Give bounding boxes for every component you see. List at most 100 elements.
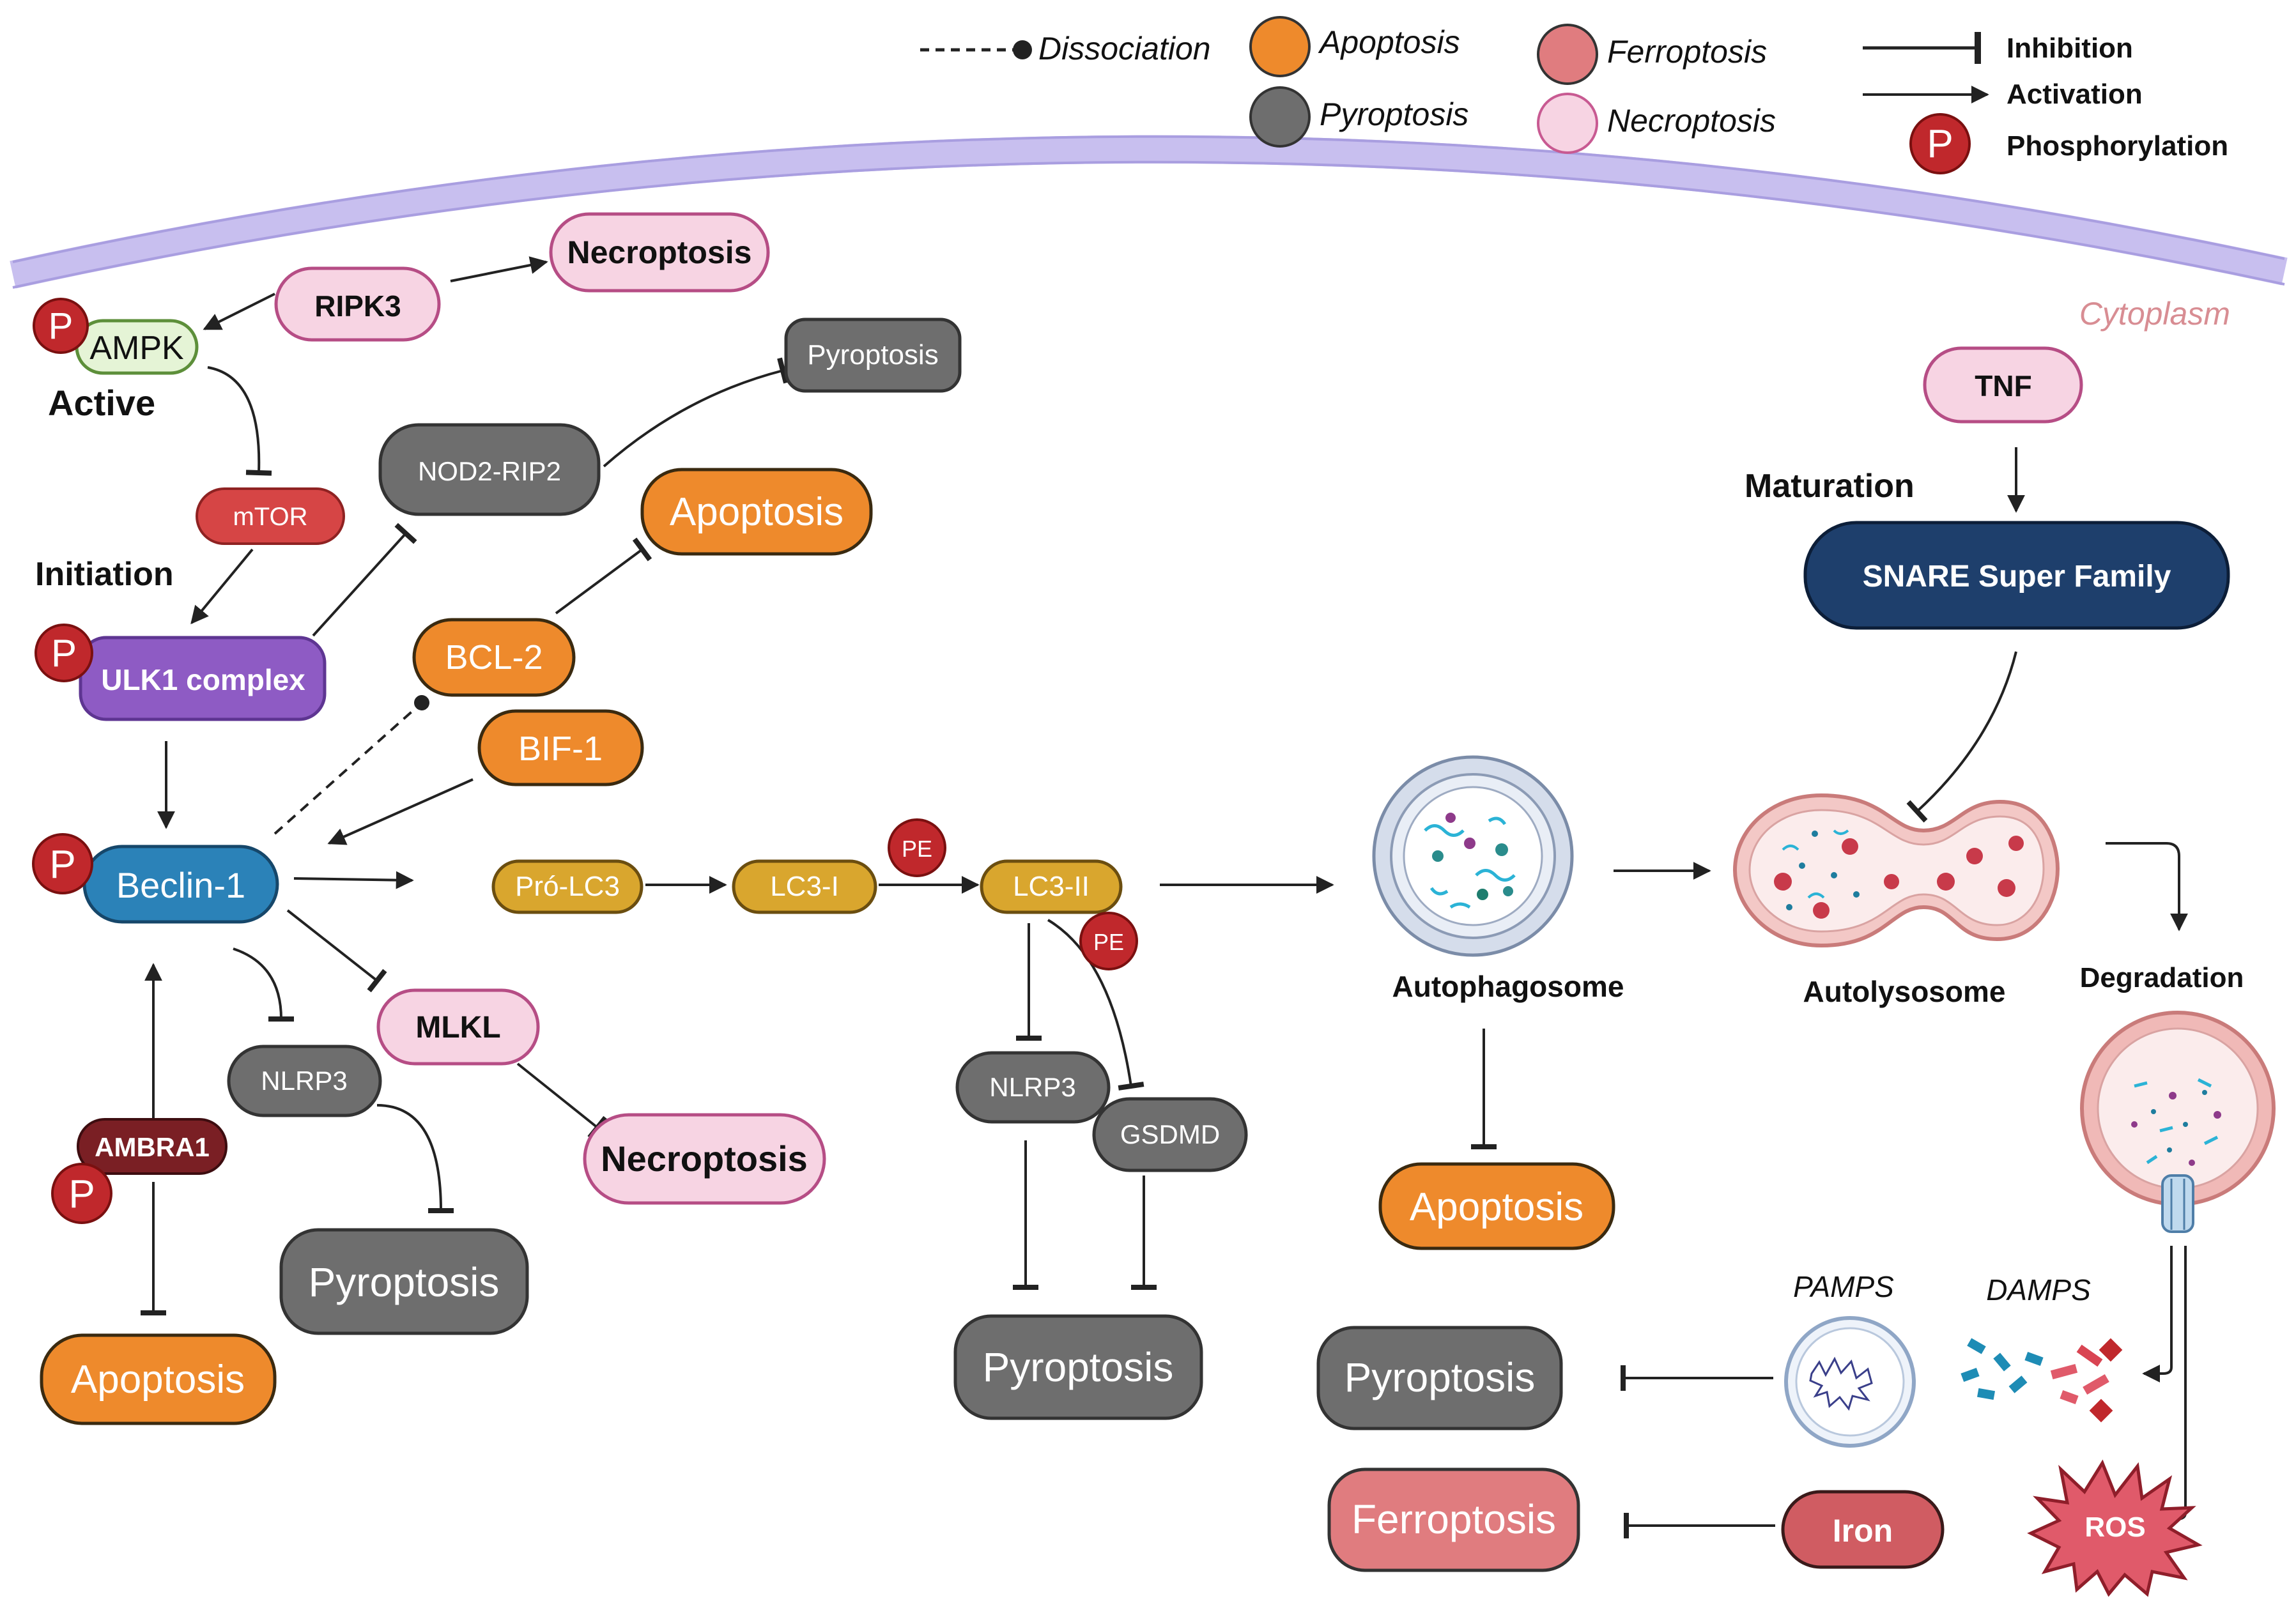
node-beclin-label: Beclin-1 bbox=[116, 865, 245, 905]
legend-phosphorylation-label: Phosphorylation bbox=[2007, 130, 2228, 162]
legend-dissociation-label: Dissociation bbox=[1038, 31, 1211, 66]
node-ampk: AMPK P bbox=[33, 298, 199, 375]
node-snare-super-family: SNARE Super Family bbox=[1803, 521, 2230, 630]
node-lc3-i-label: LC3-I bbox=[770, 871, 839, 902]
node-necroptosis-top-label: Necroptosis bbox=[567, 234, 752, 270]
node-ros: ROS bbox=[2027, 1459, 2203, 1597]
edge-beclin-mlkl bbox=[286, 909, 387, 993]
edges bbox=[141, 256, 2188, 1538]
node-bif1-label: BIF-1 bbox=[518, 730, 603, 768]
node-mtor: mTOR bbox=[196, 487, 345, 545]
node-ulk1-complex: ULK1 complex P bbox=[35, 624, 327, 721]
cytoplasm-label: Cytoplasm bbox=[2079, 296, 2230, 332]
stage-initiation-label: Initiation bbox=[35, 556, 174, 593]
node-pyroptosis-top: Pyroptosis bbox=[784, 318, 962, 393]
node-necroptosis-top: Necroptosis bbox=[549, 212, 770, 293]
ambra1-phospho-icon bbox=[51, 1163, 112, 1224]
beclin-phospho-icon bbox=[32, 833, 93, 894]
stage-maturation-label: Maturation bbox=[1745, 468, 1915, 505]
beclin-phospho-p: P bbox=[49, 843, 75, 887]
edge-nod2-pyroptosis bbox=[603, 357, 789, 468]
node-ambra1: AMBRA1 P bbox=[51, 1118, 227, 1224]
legend-inhibition-label: Inhibition bbox=[2007, 33, 2133, 64]
cell-membrane bbox=[10, 135, 2288, 289]
node-apoptosis-left-label: Apoptosis bbox=[71, 1358, 245, 1402]
node-ripk3-label: RIPK3 bbox=[314, 289, 401, 323]
edge-autolysosome-degradation bbox=[2106, 842, 2188, 931]
node-pyroptosis-right: Pyroptosis bbox=[1316, 1326, 1563, 1430]
node-ampk-label: AMPK bbox=[89, 330, 184, 367]
legend-necroptosis-swatch bbox=[1537, 93, 1598, 154]
ulk1-phospho-p: P bbox=[51, 632, 77, 675]
legend-phospho-p: P bbox=[1927, 122, 1953, 166]
node-apoptosis-top: Apoptosis bbox=[640, 468, 873, 556]
ambra1-phospho-p: P bbox=[68, 1172, 95, 1216]
ampk-phospho-icon bbox=[33, 298, 89, 354]
node-pyroptosis-top-label: Pyroptosis bbox=[807, 339, 938, 371]
edge-lysosome-damps bbox=[2142, 1246, 2173, 1383]
node-beclin1: Beclin-1 P bbox=[32, 833, 279, 924]
node-pyroptosis-left-label: Pyroptosis bbox=[309, 1259, 500, 1305]
ampk-phospho-p: P bbox=[49, 305, 73, 347]
node-iron-label: Iron bbox=[1833, 1513, 1893, 1549]
node-necroptosis-mid-label: Necroptosis bbox=[601, 1138, 808, 1179]
ulk1-phospho-icon bbox=[35, 624, 93, 682]
node-iron: Iron bbox=[1781, 1490, 1945, 1569]
damps-fragments bbox=[1961, 1338, 2123, 1423]
node-nlrp3-mid-label: NLRP3 bbox=[989, 1072, 1075, 1102]
damps-label: DAMPS bbox=[1986, 1273, 2091, 1306]
node-nlrp3-mid: NLRP3 bbox=[955, 1051, 1111, 1124]
node-mlkl: MLKL bbox=[376, 988, 540, 1066]
node-gsdmd: GSDMD bbox=[1092, 1097, 1248, 1172]
legend: Dissociation Apoptosis Pyroptosis Ferrop… bbox=[920, 16, 2228, 174]
node-nlrp3-left-label: NLRP3 bbox=[261, 1066, 347, 1096]
pe-badge-top-label: PE bbox=[902, 836, 932, 862]
node-pyroptosis-right-label: Pyroptosis bbox=[1344, 1354, 1536, 1400]
autophagosome bbox=[1372, 755, 1574, 957]
node-lc3-ii-label: LC3-II bbox=[1013, 871, 1090, 902]
edge-bif1-beclin bbox=[327, 778, 474, 845]
edge-bcl2-apoptosis bbox=[555, 537, 652, 615]
node-ros-label: ROS bbox=[2084, 1512, 2145, 1543]
node-pyroptosis-mid-label: Pyroptosis bbox=[983, 1344, 1174, 1390]
node-ferroptosis-right: Ferroptosis bbox=[1327, 1467, 1580, 1572]
node-pro-lc3: Pró-LC3 bbox=[491, 859, 643, 914]
pamps-label: PAMPS bbox=[1793, 1270, 1894, 1303]
autolysosome bbox=[1732, 793, 2060, 948]
edge-mlkl-necroptosis bbox=[516, 1062, 608, 1140]
edge-beclin-bcl2-dissociation bbox=[274, 695, 429, 835]
node-necroptosis-mid: Necroptosis bbox=[583, 1113, 826, 1205]
legend-apoptosis-label: Apoptosis bbox=[1318, 24, 1460, 60]
legend-pyroptosis-swatch bbox=[1249, 86, 1311, 148]
edge-beclin-prolc3 bbox=[293, 871, 414, 889]
autolysosome-label: Autolysosome bbox=[1803, 975, 2006, 1008]
node-tnf-label: TNF bbox=[1975, 369, 2031, 402]
node-bif1: BIF-1 bbox=[477, 709, 644, 786]
node-ulk1-label: ULK1 complex bbox=[101, 663, 305, 696]
edge-ulk1-nod2 bbox=[312, 523, 417, 637]
node-bcl2: BCL-2 bbox=[412, 618, 576, 697]
legend-ferroptosis-label: Ferroptosis bbox=[1607, 34, 1767, 70]
node-apoptosis-left: Apoptosis bbox=[40, 1333, 277, 1425]
legend-phospho-icon bbox=[1909, 113, 1971, 174]
node-lc3-ii: LC3-II bbox=[980, 859, 1123, 914]
node-nod2-rip2: NOD2-RIP2 bbox=[378, 423, 601, 516]
node-apoptosis-mid-label: Apoptosis bbox=[1410, 1185, 1583, 1229]
node-snare-label: SNARE Super Family bbox=[1863, 560, 2171, 594]
node-nlrp3-left: NLRP3 bbox=[227, 1045, 382, 1117]
stage-degradation-label: Degradation bbox=[2080, 962, 2244, 993]
node-lc3-i: LC3-I bbox=[732, 859, 877, 914]
edge-snare-autolysosome bbox=[1906, 651, 2017, 823]
node-ferroptosis-right-label: Ferroptosis bbox=[1352, 1496, 1556, 1542]
node-apoptosis-mid: Apoptosis bbox=[1378, 1162, 1615, 1250]
node-bcl2-label: BCL-2 bbox=[445, 638, 543, 677]
edge-mtor-ulk1 bbox=[190, 548, 254, 625]
pe-badge-top: PE bbox=[888, 818, 946, 877]
legend-necroptosis-label: Necroptosis bbox=[1607, 103, 1776, 139]
node-gsdmd-label: GSDMD bbox=[1120, 1119, 1220, 1149]
legend-ferroptosis-swatch bbox=[1537, 24, 1598, 85]
node-pyroptosis-mid: Pyroptosis bbox=[953, 1314, 1203, 1420]
node-nod2-label: NOD2-RIP2 bbox=[418, 456, 561, 486]
